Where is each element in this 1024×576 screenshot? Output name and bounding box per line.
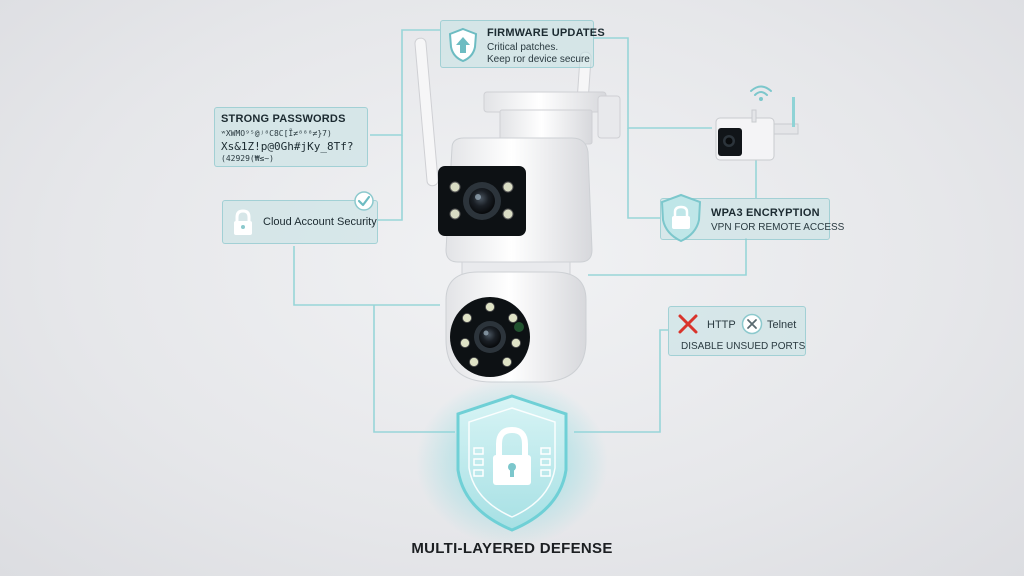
shield-lock-icon	[660, 193, 702, 243]
strong-passwords-card: STRONG PASSWORDS ʷXWMO⁹⁵@ʲ⁸C8C[Ĩ≠⁸⁸⁸≠}7)…	[214, 107, 368, 167]
check-circle-icon	[354, 191, 374, 211]
cloud-label: Cloud Account Security	[263, 216, 377, 228]
disable-ports-card: HTTP Telnet DISABLE UNSUED PORTS	[668, 306, 806, 356]
x-mark-icon	[678, 314, 698, 334]
wpa3-title: WPA3 ENCRYPTION	[711, 207, 820, 219]
passwords-line-1: ʷXWMO⁹⁵@ʲ⁸C8C[Ĩ≠⁸⁸⁸≠}7)	[221, 129, 332, 138]
wifi-icon	[750, 85, 772, 101]
x-circle-icon	[741, 313, 763, 335]
telnet-label: Telnet	[767, 319, 797, 331]
firmware-line-2: Keep ror device secure	[487, 54, 590, 65]
passwords-line-2: Xs&1Z!p@0Gh#jKy_8Tf?	[221, 140, 354, 153]
ports-caption: DISABLE UNSUED PORTS	[681, 341, 806, 352]
firmware-line-1: Critical patches.	[487, 42, 559, 53]
defense-caption: MULTI-LAYERED DEFENSE	[411, 540, 613, 557]
shield-arrow-icon	[448, 27, 478, 63]
firmware-updates-card: FIRMWARE UPDATES Critical patches. Keep …	[440, 20, 605, 68]
passwords-title: STRONG PASSWORDS	[221, 113, 346, 125]
passwords-line-3: (42929(₩≤~)	[221, 154, 274, 163]
http-label: HTTP	[707, 319, 736, 331]
wpa3-line-1: VPN FOR REMOTE ACCESS	[711, 222, 845, 233]
padlock-icon	[234, 209, 252, 235]
cloud-account-security-card: Cloud Account Security	[222, 200, 378, 244]
firmware-title: FIRMWARE UPDATES	[487, 27, 605, 39]
